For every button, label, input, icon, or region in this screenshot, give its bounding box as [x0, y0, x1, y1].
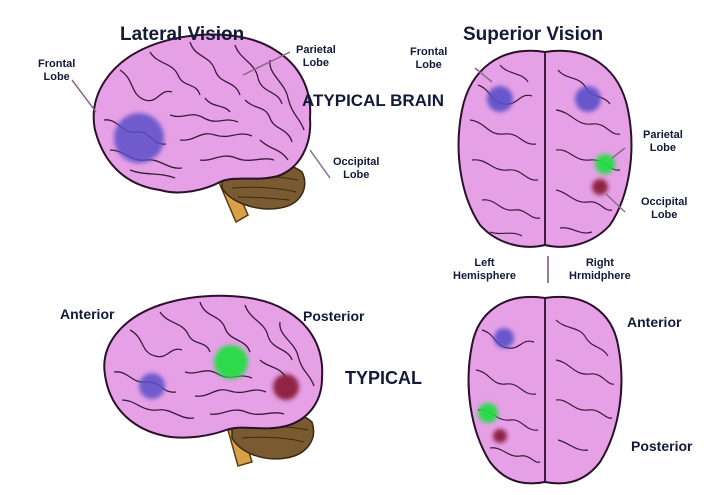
label-anterior-lateral: Anterior	[60, 306, 114, 322]
heading-superior-vision: Superior Vision	[463, 24, 603, 46]
heading-atypical-brain: ATYPICAL BRAIN	[302, 91, 444, 111]
heading-lateral-vision: Lateral Vision	[120, 24, 244, 46]
superior-brain-typical	[469, 297, 622, 483]
label-posterior-superior: Posterior	[631, 438, 692, 454]
lateral-brain-typical	[104, 296, 322, 466]
heading-typical: TYPICAL	[345, 368, 422, 389]
lateral-brain-atypical	[72, 34, 330, 222]
label-posterior-lateral: Posterior	[303, 308, 364, 324]
superior-brain-atypical	[459, 51, 632, 247]
label-anterior-superior: Anterior	[627, 314, 681, 330]
